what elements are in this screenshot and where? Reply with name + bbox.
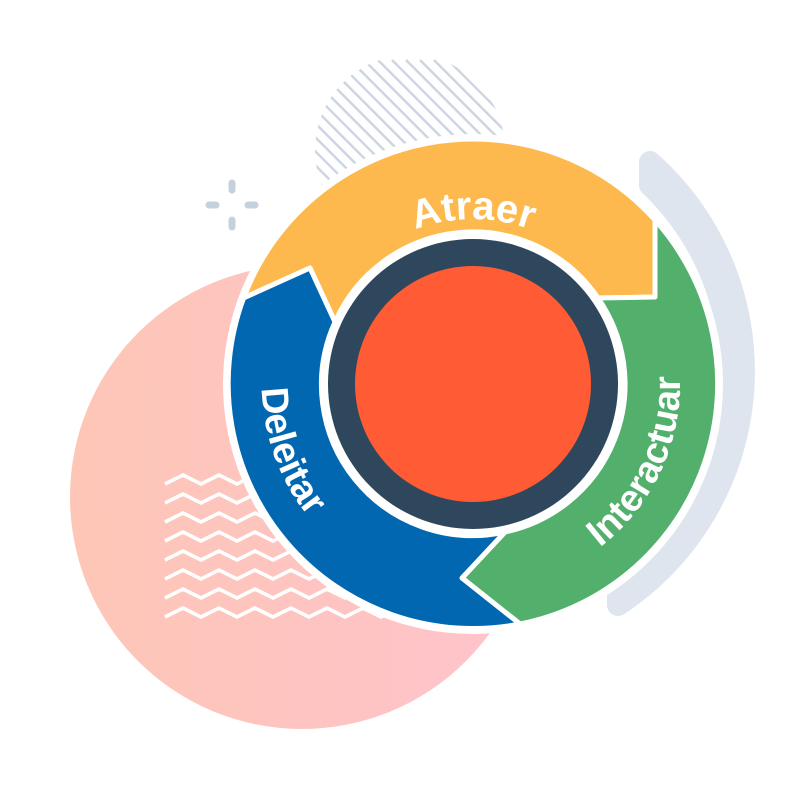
gray-accent-arc (607, 151, 755, 616)
stripe-line (419, 59, 505, 245)
segment-deleitar (225, 265, 523, 631)
stripe-line (447, 59, 505, 245)
segment-atraer (241, 136, 658, 325)
stripe-line (433, 59, 505, 245)
sparkle-icon (205, 179, 259, 231)
segment-interactuar (459, 217, 721, 627)
hub-center (355, 266, 591, 502)
stripe-line (405, 59, 505, 245)
zigzag-line (164, 606, 418, 619)
